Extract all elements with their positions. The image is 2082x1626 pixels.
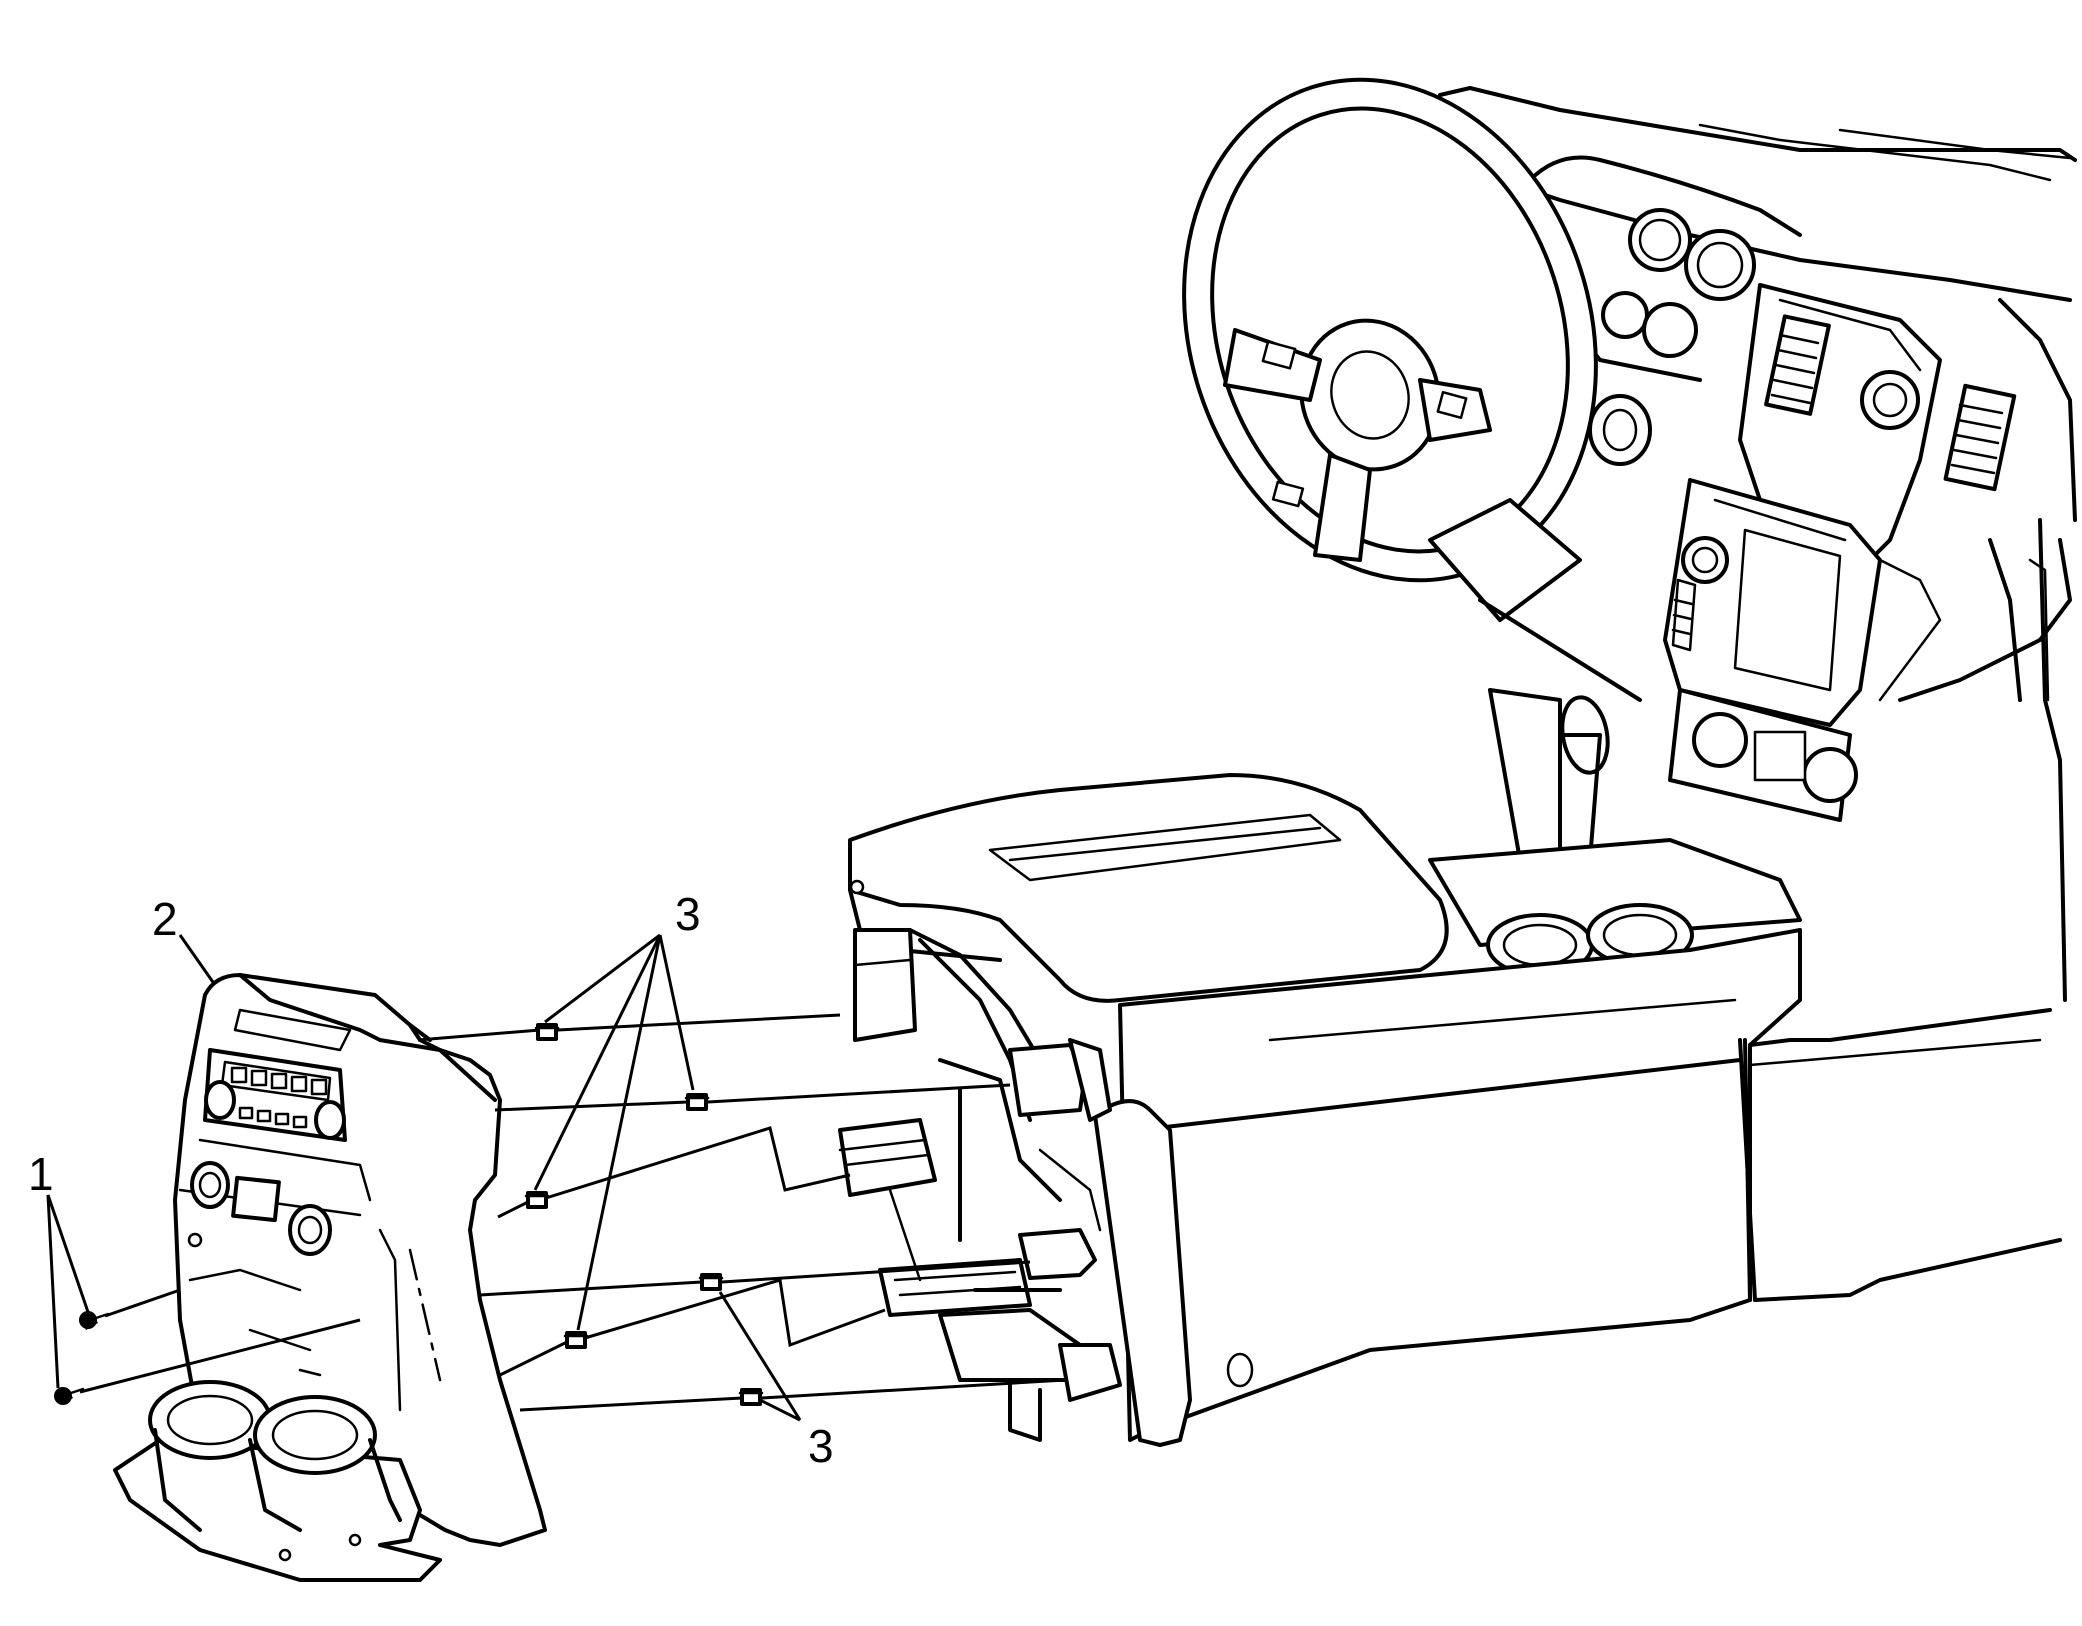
clip-1 xyxy=(534,1023,560,1041)
screw-lower xyxy=(54,1387,85,1405)
clip-6 xyxy=(738,1388,764,1406)
callout-leaders xyxy=(46,933,802,1422)
callout-labels: 1 2 3 3 xyxy=(28,888,834,1472)
assembly-lines xyxy=(79,1013,1066,1412)
callout-1: 1 xyxy=(28,1148,54,1200)
clip-4 xyxy=(698,1273,724,1291)
callout-2: 2 xyxy=(152,893,178,945)
clip-5 xyxy=(563,1331,589,1349)
console-rear-bezel xyxy=(113,973,547,1582)
gear-shifter xyxy=(1488,688,1610,862)
screws xyxy=(54,1311,110,1405)
callout-3-lower: 3 xyxy=(808,1420,834,1472)
instrument-panel xyxy=(1418,86,2077,1002)
center-console xyxy=(848,773,2062,1447)
callout-3-upper: 3 xyxy=(675,888,701,940)
screw-upper xyxy=(79,1311,110,1330)
clip-2 xyxy=(684,1093,710,1111)
retainer-clips xyxy=(524,1023,764,1406)
clip-3 xyxy=(524,1191,550,1209)
steering-wheel xyxy=(1182,77,1652,702)
console-brackets xyxy=(838,928,1122,1442)
